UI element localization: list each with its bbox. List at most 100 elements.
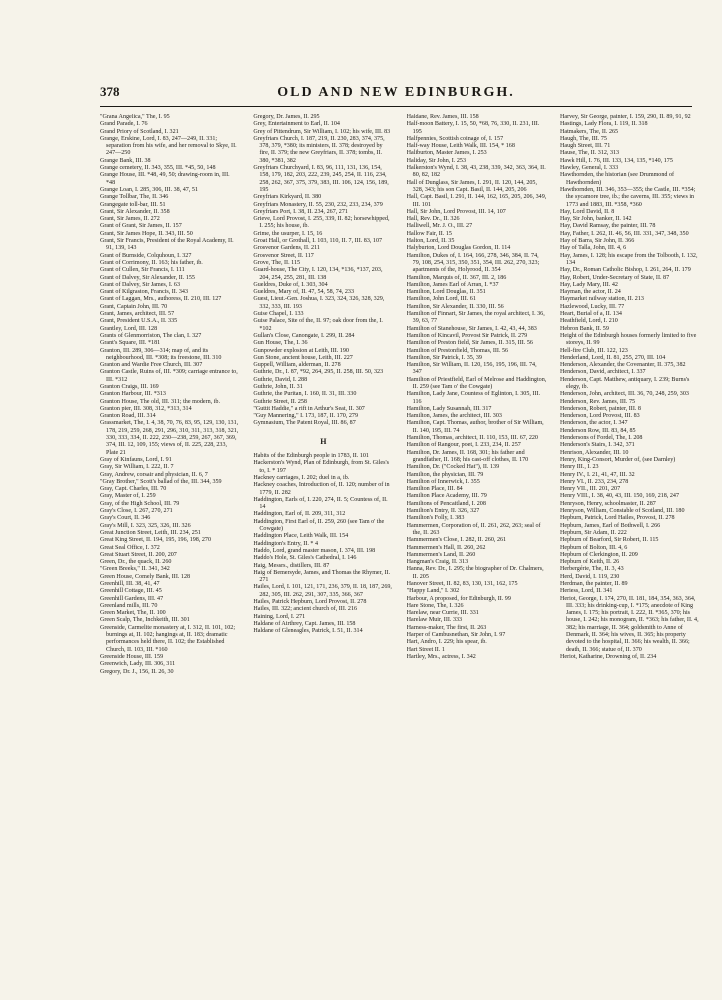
index-entry: Halkerston's Wynd, I. 38, 43, 238, 339, …	[406, 165, 546, 179]
index-entry: Grove, The, II. 115	[253, 259, 301, 266]
index-entry: Hart Street II. 1	[406, 646, 445, 653]
page-header: 378 OLD AND NEW EDINBURGH.	[100, 84, 692, 104]
index-entry: Grange Loan, I. 285, 306, III. 38, 47, 5…	[100, 186, 198, 193]
index-entry: Hamilton Place, III. 84	[406, 486, 463, 493]
index-entry: Haddington, First Earl of, II. 259, 260 …	[253, 518, 385, 533]
index-entry: Great Junction Street, Leith, III. 234, …	[100, 529, 201, 536]
index-entry: Gray, of the High School, III. 79	[100, 500, 180, 507]
index-entry: Harvey, Sir George, painter, I. 159, 290…	[559, 114, 691, 120]
index-entry: Henderson's Stairs, I. 342, 371	[559, 442, 635, 449]
index-entry: Hall of Dunglass, Sir James, I. 291, II.…	[406, 179, 537, 193]
index-entry: Hay, Sir John, banker, II. 142	[559, 216, 632, 223]
index-entry: Haldane, Rev. James, III. 158	[406, 114, 479, 120]
index-entry: Greenside House, III. 159	[100, 653, 164, 660]
index-entry: Hepburn of Keith, II. 26	[559, 559, 620, 566]
index-entry: Heriot, Katharine, Drowning of, II. 234	[559, 653, 657, 660]
index-entry: Henry VII., III. 201, 207	[559, 486, 621, 493]
index-entry: Hay of Talla, John, III. 4, 6	[559, 245, 627, 252]
index-entry: Greenside, Carmelite monastery at, I. 31…	[100, 624, 236, 653]
index-entry: Gun House, The, I. 36	[253, 340, 308, 347]
index-entry: Greyfriars Churchyard, I. 83, 96, 111, 1…	[253, 165, 389, 193]
index-entry: "Guy Mannering," I. 173, 187, II. 170, 2…	[253, 413, 358, 420]
index-entry: Henderson, John, architect, III. 36, 70,…	[559, 391, 689, 398]
index-entry: Haliburton, Master James, I. 253	[406, 150, 487, 157]
index-entry: Grange cemetery, II. 343, 355, III. *45,…	[100, 165, 216, 172]
index-entry: Haugh Street, III. 71	[559, 143, 611, 150]
index-entry: Grant, Sir Alexander, II. 358	[100, 208, 170, 215]
index-entry: Henderson, David, architect, I. 337	[559, 369, 646, 376]
index-entry: Grange Bank, III. 38	[100, 157, 151, 164]
index-entry: Gray of Kinfauns, Lord, I. 91	[100, 456, 172, 463]
index-entry: Gray's Mill, I. 323, 325, 326, III. 326	[100, 522, 191, 529]
index-entry: Hamilton's Entry, II. 326, 327	[406, 508, 480, 515]
index-entry: Halyburton, Lord Douglas Gordon, II. 114	[406, 245, 511, 252]
index-entry: Haining, Lord, I. 271	[253, 613, 306, 620]
index-entry: Hamilton, the physician, III. 79	[406, 471, 484, 478]
index-entry: Haddington, Earl of, II. 209, 311, 312	[253, 511, 346, 518]
index-entry: Heathfield, Lord, I. 210	[559, 318, 618, 325]
index-entry: Hall, Sir John, Lord Provost, III. 14, 1…	[406, 208, 506, 215]
index-entry: Hay, Dr., Roman Catholic Bishop, I. 261,…	[559, 267, 691, 274]
index-entry: Hay, James, I. 128; his escape from the …	[559, 252, 698, 266]
index-entry: Hammermen's Close, I. 282, II. 260, 261	[406, 537, 507, 544]
index-entry: Greyfriars Church, I. 187, 219, II. 230,…	[253, 135, 385, 164]
index-entry: Greenhill Gardens, III. 47	[100, 595, 164, 602]
index-entry: Henderland, Lord, II. 81, 255, 270, III.…	[559, 354, 666, 361]
index-entry: Hamilton, John Lord, III. 61	[406, 296, 476, 303]
index-entry: Hangman's Craig, II. 313	[406, 559, 469, 566]
index-entry: Hamilton, Dr. ("Cocked Hat"), II. 139	[406, 464, 500, 471]
index-entry: Guthrie, Dr., I. 87, *92, 264, 295, II. …	[253, 369, 384, 376]
index-entry: Gunpowder explosion at Leith, III. 190	[253, 347, 349, 354]
index-entry: Henry III., I. 23	[559, 464, 599, 471]
index-entry: Grantley, Lord, III. 128	[100, 325, 158, 332]
index-entry: Hepburn, James, Earl of Bothwell, I. 266	[559, 522, 661, 529]
index-entry: Henderson, Capt. Matthew, antiquary, I. …	[559, 376, 690, 390]
index-entry: Henry IV., I. 21, 41, 47, III. 32	[559, 471, 635, 478]
index-entry: Half-way House, Leith Walk, III. 154, * …	[406, 143, 515, 150]
index-entry: Henrison, Alexander, III. 10	[559, 449, 629, 456]
index-entry: Herd, David, I. 119, 230	[559, 573, 620, 580]
index-entry: Guise Palace, Site of the, II. 97; oak d…	[253, 318, 383, 332]
index-entry: Grime, the usurper, I. 15, 16	[253, 230, 323, 237]
index-column-4: Harvey, Sir George, painter, I. 159, 290…	[560, 114, 700, 676]
index-entry: Hawthornden, III. 346, 353—355; the Cast…	[559, 186, 696, 208]
index-entry: Hammermen, Corporation of, II. 261, 262,…	[406, 522, 541, 536]
index-entry: Hepburn of Bolton, III. 4, 6	[559, 544, 628, 551]
index-entry: Hammermen's Hall, II. 260, 262	[406, 544, 486, 551]
index-entry: Hamilton of Rangour, poet, I. 233, 234, …	[406, 442, 521, 449]
index-entry: Grange House, III. *48, 49, 50; drawing-…	[100, 172, 230, 186]
index-entry: Grosvenor Gardens, II. 211	[253, 245, 320, 252]
index-entry: Grant of Grant, Sir James, II. 157	[100, 223, 182, 230]
index-entry: Guise Chapel, I. 133	[253, 311, 304, 318]
index-entry: Hell-fire Club, III. 122, 123	[559, 347, 628, 354]
index-entry: Hall, Capt. Basil, I. 291, II. 144, 162,…	[406, 194, 547, 208]
index-entry: Halton, Lord, II. 35	[406, 238, 455, 245]
index-entry: Hartley, Mrs., actress, I. 342	[406, 653, 476, 660]
index-entry: Great Seal Office, I. 372	[100, 544, 160, 551]
index-entry: Haddington, Earls of, I. 220, 274, II. 5…	[253, 496, 388, 511]
index-entry: Hawthornden, the historian (see Drummond…	[559, 172, 675, 186]
index-entry: Hamilton, Sir William, II. 120, 156, 195…	[406, 362, 537, 376]
index-entry: Hay, David Ramsay, the painter, III. 78	[559, 223, 656, 230]
index-entry: Grant of Dalvey, Sir Alexander, II. 155	[100, 274, 195, 281]
index-entry: Grant, Sir Francis, President of the Roy…	[100, 238, 234, 252]
index-entry: Hay, Robert, Under-Secretary of State, I…	[559, 274, 670, 281]
index-entry: Hendersons of Fordel, The, I. 208	[559, 435, 643, 442]
index-entry: Grand Priory of Scotland, I. 321	[100, 128, 179, 135]
index-entry: "Green Breeks," II. 341, 342	[100, 566, 170, 573]
index-entry: Hallow Fair, II. 15	[406, 230, 452, 237]
index-entry: Grant of Cullen, Sir Francis, I. 111	[100, 267, 185, 274]
index-entry: Great Stuart Street, II. 200, 207	[100, 551, 177, 558]
index-entry: Hatmakers, The, II. 265	[559, 128, 619, 135]
index-entry: Hebron Bank, II. 59	[559, 325, 609, 332]
index-entry: Harelaw, near Currie, III. 331	[406, 610, 479, 617]
index-entry: Haddington's Entry, II. * 4	[253, 540, 319, 547]
index-entry: Guthrie, John, II. 31	[253, 383, 303, 390]
index-entry: Halliwell, Mr. J. O., III. 27	[406, 223, 473, 230]
index-entry: Guppell, William, alderman, II. 278	[253, 362, 341, 369]
index-entry: Greyfriars Monastery, II. 55, 230, 232, …	[253, 201, 383, 208]
index-entry: Hepburn of Clerkington, II. 209	[559, 551, 638, 558]
index-entry: "Guttit Haddie," a rift in Arthur's Seat…	[253, 405, 365, 412]
index-entry: Haddington Place, Leith Walk, III. 154	[253, 533, 349, 540]
